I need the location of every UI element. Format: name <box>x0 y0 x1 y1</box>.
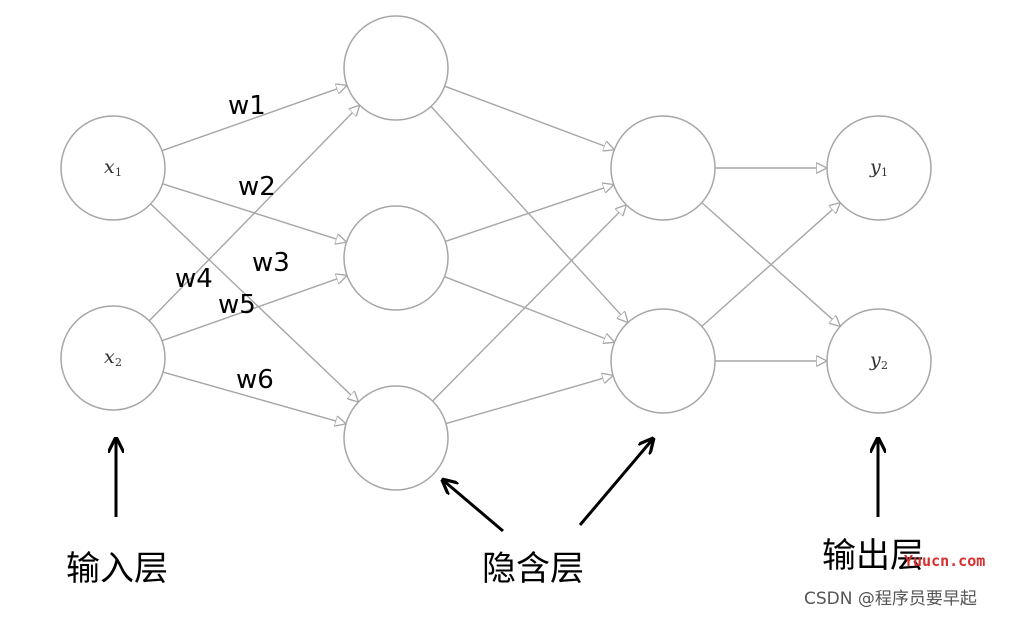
watermarks: Yuucn.com CSDN @程序员要早起 <box>804 552 985 609</box>
node-circle-y2 <box>826 308 932 414</box>
edge-h1a-to-h2a <box>444 85 614 149</box>
node-h1b <box>343 205 449 311</box>
weight-label-w4: w4 <box>175 264 213 294</box>
node-label-y2: y <box>869 349 881 371</box>
weight-label-w2: w2 <box>238 172 276 202</box>
edge-h1a-to-h2b <box>430 105 627 321</box>
weight-label-w6: w6 <box>236 365 274 395</box>
edges-layer <box>148 85 840 425</box>
edge-h2b-to-y1 <box>701 203 840 327</box>
edge-x2-to-h1c <box>162 371 345 424</box>
node-h1c <box>343 385 449 491</box>
node-circle-h1b <box>343 205 449 311</box>
node-label-x2: x <box>104 346 115 368</box>
node-circle-h2b <box>610 308 716 414</box>
weight-labels: w1 w2 w3 w4 w5 w6 <box>175 91 290 395</box>
input-layer-label: 输入层 <box>66 549 168 589</box>
edge-h1b-to-h2b <box>444 276 614 342</box>
node-h2a <box>610 115 716 221</box>
weight-label-w1: w1 <box>228 91 266 121</box>
output-layer-label: 输出层 <box>822 536 924 576</box>
hidden-layer-label: 隐含层 <box>482 549 584 589</box>
node-circle-x1 <box>60 115 166 221</box>
edge-x2-to-h1b <box>161 276 346 342</box>
node-circle-h1c <box>343 385 449 491</box>
node-subscript-x1: 1 <box>115 166 122 179</box>
edge-h1c-to-h2a <box>432 206 626 402</box>
node-h2b <box>610 308 716 414</box>
hidden-layer-pointer-arrow-left <box>444 481 504 533</box>
node-label-y1: y <box>869 156 881 178</box>
node-subscript-y1: 1 <box>881 166 888 179</box>
hidden-layer-pointer-arrow-right <box>578 440 652 526</box>
node-circle-h2a <box>610 115 716 221</box>
node-circle-h1a <box>343 15 449 121</box>
layer-pointers <box>116 440 878 533</box>
site-watermark: Yuucn.com <box>904 552 985 570</box>
csdn-credit-watermark: CSDN @程序员要早起 <box>804 589 977 609</box>
edge-h1c-to-h2b <box>445 376 612 425</box>
node-circle-x2 <box>60 305 166 411</box>
edge-x1-to-h1c <box>150 203 358 402</box>
edge-x2-to-h1a <box>148 106 359 322</box>
weight-label-w3: w3 <box>252 248 290 278</box>
weight-label-w5: w5 <box>218 290 256 320</box>
node-subscript-y2: 2 <box>881 359 888 372</box>
node-h1a <box>343 15 449 121</box>
edge-h1b-to-h2a <box>445 185 613 243</box>
layer-labels: 输入层 隐含层 输出层 <box>66 536 924 589</box>
node-subscript-x2: 2 <box>115 356 122 369</box>
edge-x1-to-h1a <box>161 86 346 152</box>
node-circle-y1 <box>826 115 932 221</box>
node-label-x1: x <box>104 156 115 178</box>
